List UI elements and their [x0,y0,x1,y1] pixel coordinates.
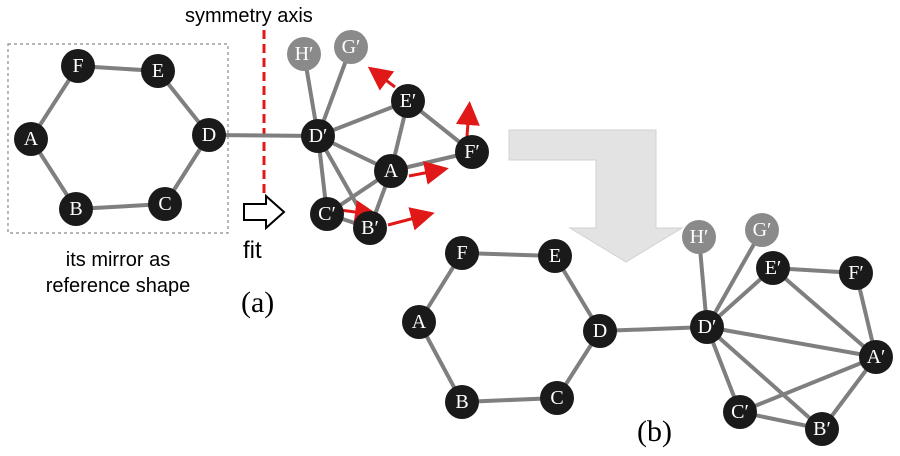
node-b-Ap: A′ [859,340,893,374]
svg-text:C′: C′ [731,401,749,423]
svg-text:B′: B′ [813,418,831,440]
node-b-Gp: G′ [745,213,779,247]
svg-text:F′: F′ [464,141,480,163]
svg-text:D′: D′ [309,125,328,147]
node-a-Cp: C′ [310,197,344,231]
svg-text:H′: H′ [295,43,314,65]
node-a-D: D [192,118,226,152]
node-a-Dp: D′ [301,119,335,153]
node-b-C: C [540,381,574,415]
svg-text:C′: C′ [318,203,336,225]
caption-b: (b) [637,415,672,448]
node-b-Bp: B′ [805,412,839,446]
caption-a: (a) [241,286,274,319]
transition-arrow [508,129,684,263]
reference-hexagon-edges [29,64,320,211]
node-a-Hp: H′ [287,37,321,71]
reference-caption-line2: reference shape [46,275,191,297]
symmetry-axis-label: symmetry axis [185,5,313,27]
svg-text:C: C [158,193,171,215]
node-a-B: B [59,192,93,226]
node-b-A: A [402,305,436,339]
node-b-Hp: H′ [682,220,716,254]
svg-text:E: E [152,60,164,82]
node-a-Gp: G′ [334,30,368,64]
node-b-Fp: F′ [839,256,873,290]
svg-text:D: D [593,320,607,342]
svg-text:E′: E′ [400,90,417,112]
node-b-Cp: C′ [723,395,757,429]
node-b-D: D [583,314,617,348]
svg-text:F′: F′ [848,262,864,284]
svg-text:B: B [455,391,468,413]
reference-box [7,43,229,234]
svg-text:F: F [72,55,83,77]
node-a-Ap: A [374,154,408,188]
reference-caption-line1: its mirror as [66,249,170,271]
svg-text:B′: B′ [361,217,379,239]
node-b-B: B [445,385,479,419]
node-b-Dp: D′ [690,310,724,344]
svg-text:A′: A′ [867,346,886,368]
node-a-F: F [61,49,95,83]
node-b-Ep: E′ [756,251,790,285]
panel-b: F E D C B A H′ G′ [402,213,893,448]
node-b-F: F [445,236,479,270]
node-a-Bp: B′ [353,211,387,245]
node-a-Ep: E′ [391,84,425,118]
svg-text:G′: G′ [753,219,772,241]
svg-text:F: F [456,242,467,264]
svg-text:E: E [549,245,561,267]
fit-label: fit [243,237,262,264]
svg-text:D: D [202,124,216,146]
svg-text:A: A [24,128,39,150]
panel-a: symmetry axis [7,5,489,319]
svg-text:G′: G′ [342,36,361,58]
svg-text:B: B [69,198,82,220]
svg-text:A: A [412,311,427,333]
node-a-E: E [141,54,175,88]
svg-text:A: A [384,160,399,182]
node-a-Fp: F′ [455,135,489,169]
node-b-E: E [538,239,572,273]
node-a-C: C [148,187,182,221]
svg-text:C: C [550,387,563,409]
graph-b-edges [417,228,878,431]
svg-text:E′: E′ [765,257,782,279]
node-a-A: A [14,122,48,156]
fit-arrow [243,193,286,231]
svg-text:H′: H′ [690,226,709,248]
svg-text:D′: D′ [698,316,717,338]
